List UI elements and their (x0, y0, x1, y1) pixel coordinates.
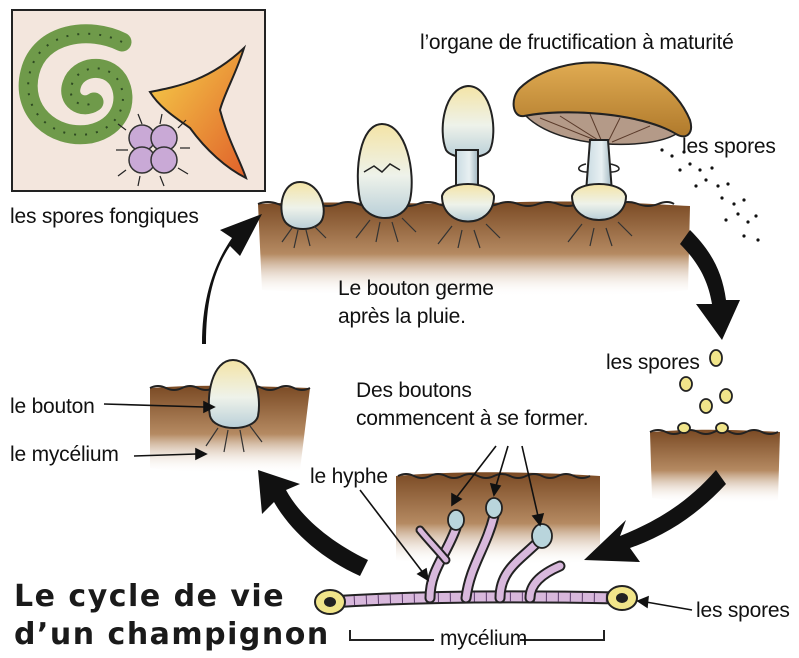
label-buttons-form-line2: commencent à se former. (356, 406, 588, 431)
label-hypha: le hyphe (310, 464, 388, 489)
title-line2: d’un champignon (14, 616, 330, 654)
label-spores-right: les spores (606, 350, 700, 375)
title-line1: Le cycle de vie (14, 578, 285, 616)
label-fruiting-body: l’organe de fructification à maturité (420, 30, 734, 55)
label-spores-bottom: les spores (696, 598, 790, 623)
label-button-germ-line2: après la pluie. (338, 304, 466, 329)
label-buttons-form-line1: Des boutons (356, 378, 472, 403)
label-spores-top: les spores (682, 134, 776, 159)
label-fungal-spores: les spores fongiques (10, 204, 199, 229)
label-mycelium-bottom: mycélium (440, 626, 527, 651)
label-mycelium-left: le mycélium (10, 442, 119, 467)
label-button: le bouton (10, 394, 95, 419)
spore-inset-box (12, 10, 265, 191)
label-button-germ-line1: Le bouton germe (338, 276, 494, 301)
